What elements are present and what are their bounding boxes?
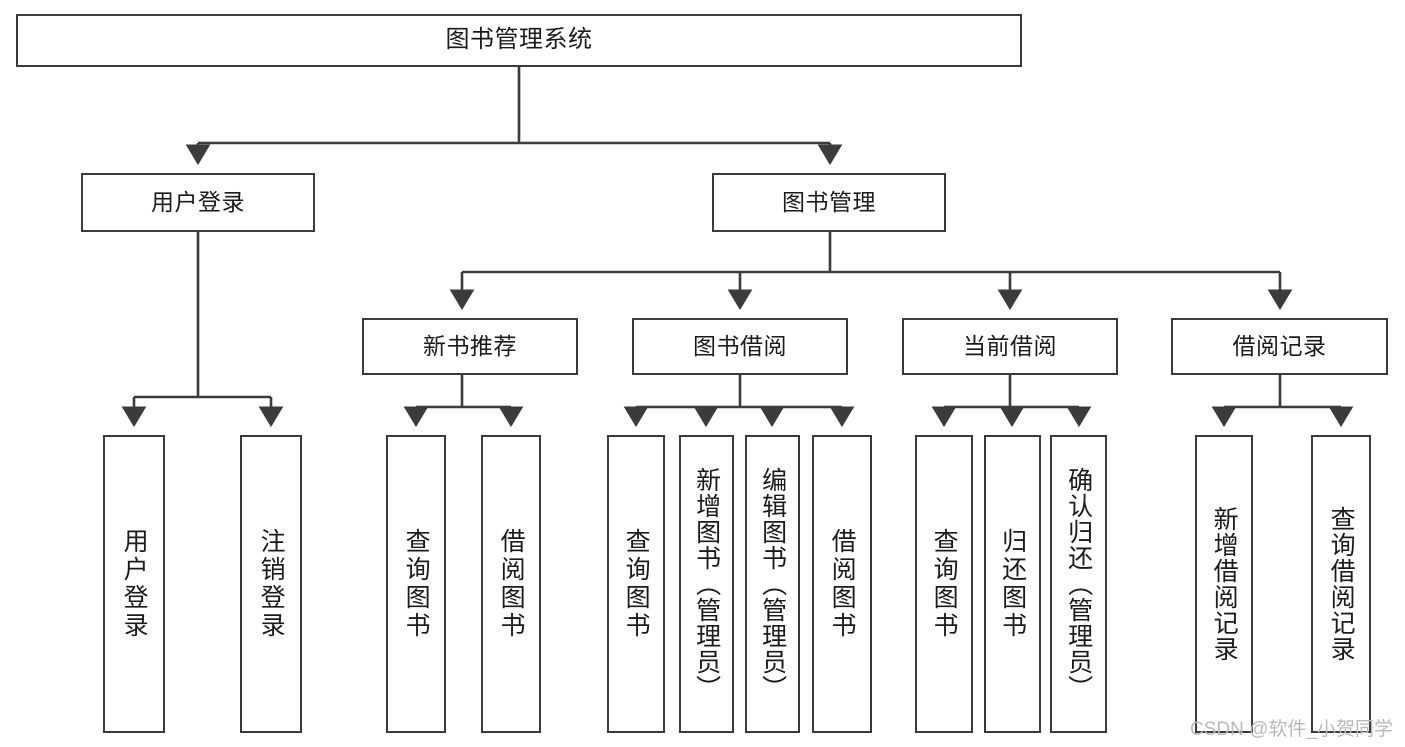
node-user-login[interactable]: 用户登录 <box>81 173 315 232</box>
node-leaf-query-record-label: 查询借阅记录 <box>1327 506 1356 662</box>
node-leaf-confirm-return[interactable]: 确认归还（管理员） <box>1050 435 1107 733</box>
node-current-borrow[interactable]: 当前借阅 <box>902 318 1118 375</box>
node-leaf-edit-book-label: 编辑图书（管理员） <box>758 467 787 701</box>
node-leaf-borrow-book-2[interactable]: 借阅图书 <box>812 435 872 733</box>
node-root[interactable]: 图书管理系统 <box>16 14 1022 67</box>
node-leaf-query-book-2[interactable]: 查询图书 <box>607 435 665 733</box>
node-leaf-query-book-3-label: 查询图书 <box>930 528 959 640</box>
node-root-label: 图书管理系统 <box>445 26 593 54</box>
node-leaf-add-record[interactable]: 新增借阅记录 <box>1195 435 1253 733</box>
node-leaf-confirm-return-label: 确认归还（管理员） <box>1064 467 1093 701</box>
node-book-borrow[interactable]: 图书借阅 <box>632 318 848 375</box>
node-leaf-query-book-2-label: 查询图书 <box>622 528 651 640</box>
node-leaf-query-book-1-label: 查询图书 <box>402 528 431 640</box>
node-leaf-add-book-label: 新增图书（管理员） <box>692 467 721 701</box>
node-leaf-query-record[interactable]: 查询借阅记录 <box>1311 435 1371 733</box>
node-borrow-record[interactable]: 借阅记录 <box>1171 318 1388 375</box>
node-leaf-return-book[interactable]: 归还图书 <box>984 435 1041 733</box>
node-book-management-label: 图书管理 <box>782 188 876 215</box>
node-leaf-return-book-label: 归还图书 <box>998 528 1027 640</box>
node-leaf-edit-book[interactable]: 编辑图书（管理员） <box>745 435 800 733</box>
node-leaf-add-record-label: 新增借阅记录 <box>1210 506 1239 662</box>
node-new-book-recommend-label: 新书推荐 <box>423 332 517 359</box>
node-leaf-add-book[interactable]: 新增图书（管理员） <box>679 435 734 733</box>
node-leaf-user-logout-label: 注销登录 <box>257 528 286 640</box>
csdn-watermark: CSDN @软件_小贺同学 <box>1190 719 1393 740</box>
node-leaf-user-login[interactable]: 用户登录 <box>103 435 165 733</box>
node-book-management[interactable]: 图书管理 <box>712 173 946 232</box>
node-leaf-user-logout[interactable]: 注销登录 <box>240 435 302 733</box>
node-leaf-user-login-label: 用户登录 <box>120 528 149 640</box>
node-borrow-record-label: 借阅记录 <box>1232 332 1327 359</box>
node-current-borrow-label: 当前借阅 <box>963 332 1057 359</box>
node-user-login-label: 用户登录 <box>151 188 245 215</box>
node-leaf-borrow-book-1-label: 借阅图书 <box>497 528 526 640</box>
node-leaf-borrow-book-2-label: 借阅图书 <box>828 528 857 640</box>
node-leaf-borrow-book-1[interactable]: 借阅图书 <box>481 435 541 733</box>
node-leaf-query-book-3[interactable]: 查询图书 <box>915 435 973 733</box>
node-new-book-recommend[interactable]: 新书推荐 <box>362 318 578 375</box>
node-book-borrow-label: 图书借阅 <box>693 332 787 359</box>
node-leaf-query-book-1[interactable]: 查询图书 <box>386 435 446 733</box>
